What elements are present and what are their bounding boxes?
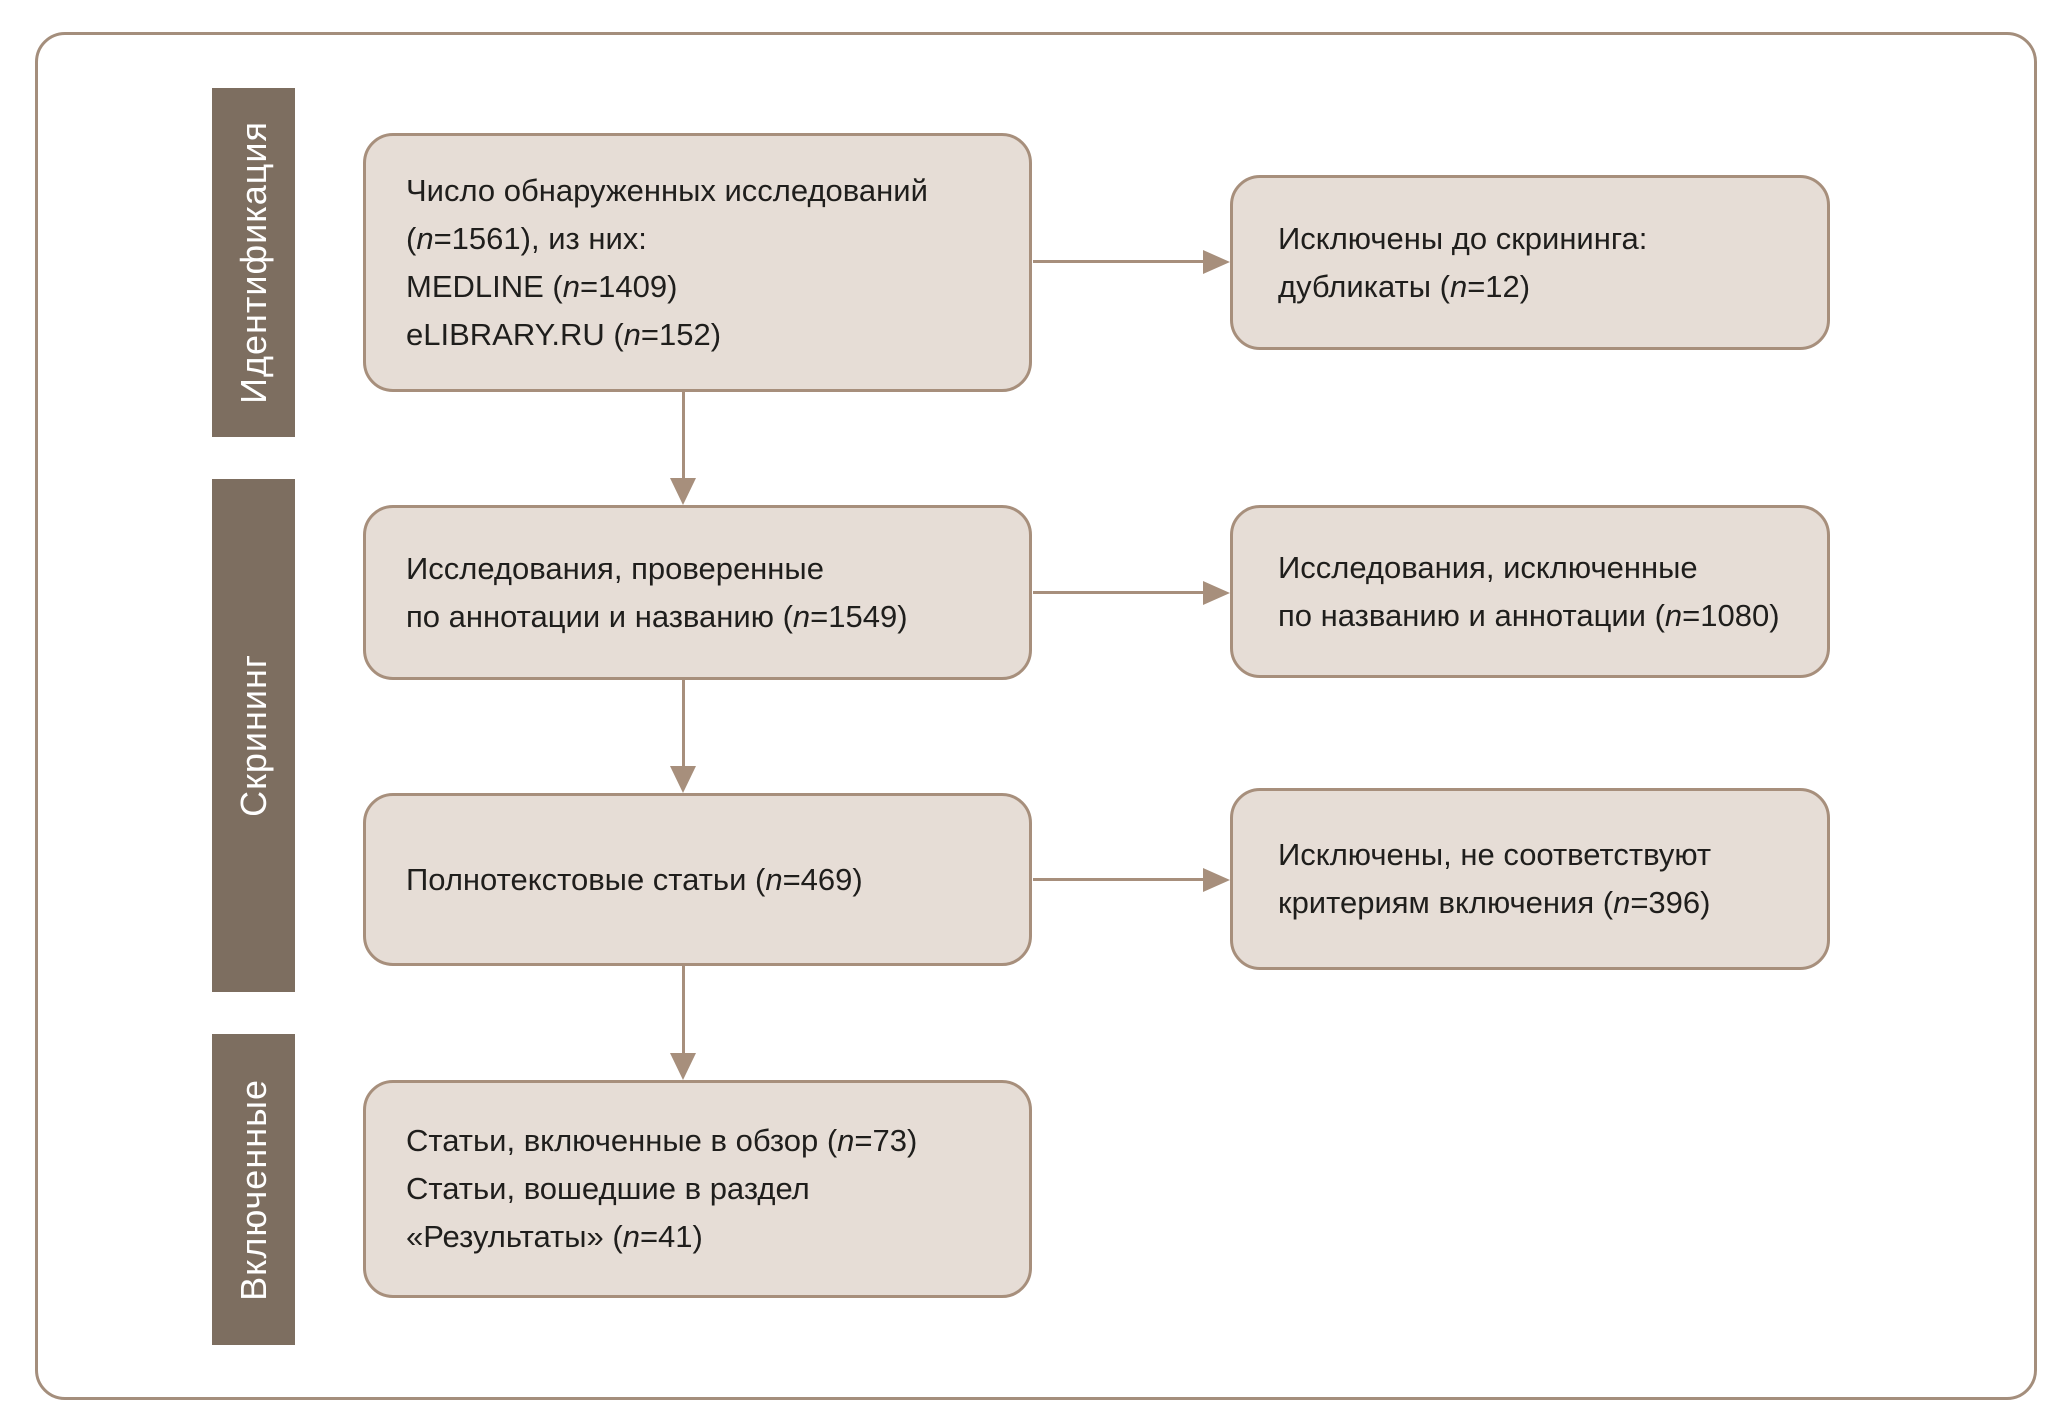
stage-bar-screening: Скрининг bbox=[212, 479, 295, 992]
box-excluded-before-screening: Исключены до скрининга:дубликаты (n=12) bbox=[1230, 175, 1830, 350]
stage-label-screening: Скрининг bbox=[232, 654, 274, 817]
box-text-records-identified: Число обнаруженных исследований(n=1561),… bbox=[406, 172, 928, 352]
box-text-fulltext-articles: Полнотекстовые статьи (n=469) bbox=[406, 861, 863, 897]
stage-bar-included: Включенные bbox=[212, 1034, 295, 1345]
diagram-border-frame bbox=[35, 32, 2037, 1400]
arrow-line-screened-to-excluded bbox=[1033, 591, 1203, 594]
box-articles-included: Статьи, включенные в обзор (n=73)Статьи,… bbox=[363, 1080, 1032, 1298]
arrow-line-identified-to-excluded bbox=[1033, 260, 1203, 263]
box-records-identified: Число обнаруженных исследований(n=1561),… bbox=[363, 133, 1032, 392]
arrow-line-screened-to-fulltext bbox=[682, 680, 685, 767]
arrow-line-identified-to-screened bbox=[682, 392, 685, 479]
arrow-head-fulltext-to-excluded bbox=[1203, 868, 1230, 892]
box-fulltext-articles: Полнотекстовые статьи (n=469) bbox=[363, 793, 1032, 966]
stage-label-included: Включенные bbox=[232, 1078, 274, 1301]
arrow-line-fulltext-to-excluded bbox=[1033, 878, 1203, 881]
arrow-line-fulltext-to-included bbox=[682, 966, 685, 1054]
arrow-head-screened-to-excluded bbox=[1203, 581, 1230, 605]
arrow-head-fulltext-to-included bbox=[670, 1053, 696, 1080]
stage-bar-identification: Идентификация bbox=[212, 88, 295, 437]
arrow-head-screened-to-fulltext bbox=[670, 766, 696, 793]
arrow-head-identified-to-screened bbox=[670, 478, 696, 505]
arrow-head-identified-to-excluded bbox=[1203, 250, 1230, 274]
box-text-articles-included: Статьи, включенные в обзор (n=73)Статьи,… bbox=[406, 1123, 918, 1254]
stage-label-identification: Идентификация bbox=[232, 121, 274, 404]
box-text-excluded-before-screening: Исключены до скрининга:дубликаты (n=12) bbox=[1278, 220, 1648, 304]
